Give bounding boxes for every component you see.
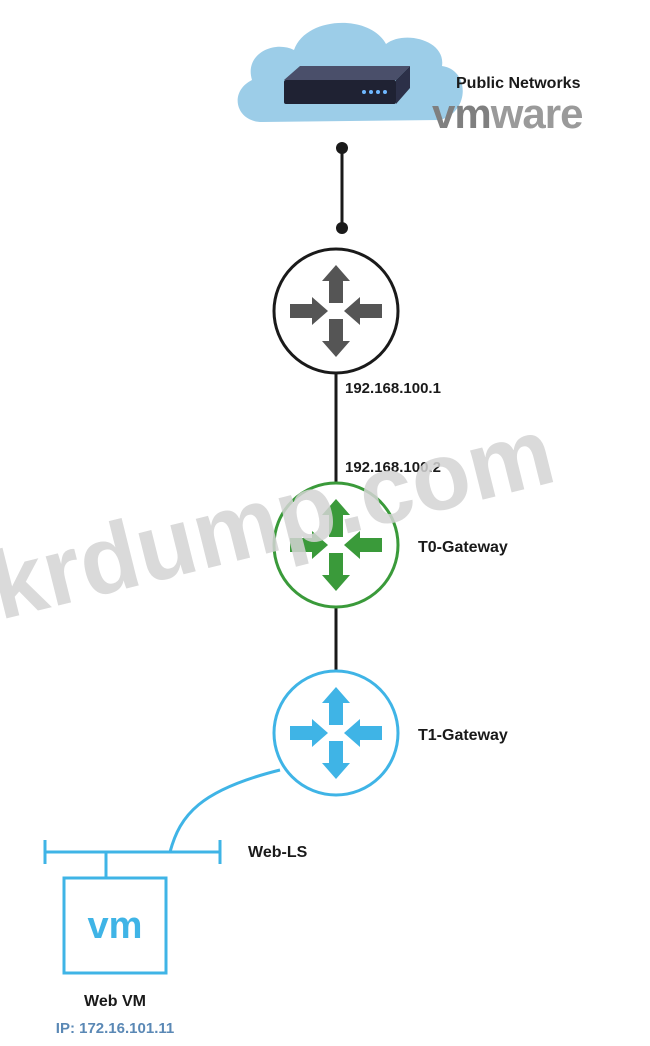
router-arrow — [344, 531, 382, 559]
t0-uplink-ip-label: 192.168.100.2 — [345, 459, 441, 476]
web-vm-name: Web VM — [84, 993, 146, 1010]
connector-dot — [336, 142, 348, 154]
connector-dot — [336, 222, 348, 234]
upstream-ip-label: 192.168.100.1 — [345, 380, 441, 397]
watermark-text: krdump.com — [0, 397, 564, 640]
router-ring — [272, 481, 400, 609]
web-ls-label: Web-LS — [248, 844, 308, 861]
network-appliance-icon — [284, 66, 410, 104]
router-arrow — [344, 297, 382, 325]
t0-gateway-router-icon — [272, 481, 400, 609]
t1-gateway-router-icon — [272, 669, 400, 797]
vm-icon — [62, 876, 168, 975]
router-arrow — [322, 553, 350, 591]
t0-gateway-label: T0-Gateway — [418, 539, 508, 556]
router-ring — [272, 247, 400, 375]
router-arrow — [322, 499, 350, 537]
router-arrow — [322, 741, 350, 779]
public-networks-cloud: Public Networks vmware — [237, 22, 583, 137]
router-arrow — [322, 265, 350, 303]
uplink-connector — [336, 142, 348, 234]
web-vm-ip: IP: 172.16.101.11 — [56, 1020, 174, 1037]
router-arrow — [290, 531, 328, 559]
router-arrow — [344, 719, 382, 747]
router-arrow — [322, 687, 350, 725]
web-ls-segment — [43, 840, 222, 878]
router-arrow — [290, 719, 328, 747]
web-vm-node: vm — [62, 876, 168, 975]
vmware-logo: vmware — [432, 90, 582, 137]
t1-gateway-label: T1-Gateway — [418, 727, 508, 744]
upstream-router-icon — [272, 247, 400, 375]
router-ring — [272, 669, 400, 797]
vm-icon-text: vm — [88, 905, 143, 947]
public-networks-label: Public Networks — [456, 75, 581, 92]
link-t1-to-web-ls — [168, 768, 281, 853]
router-arrow — [322, 319, 350, 357]
router-arrow — [290, 297, 328, 325]
